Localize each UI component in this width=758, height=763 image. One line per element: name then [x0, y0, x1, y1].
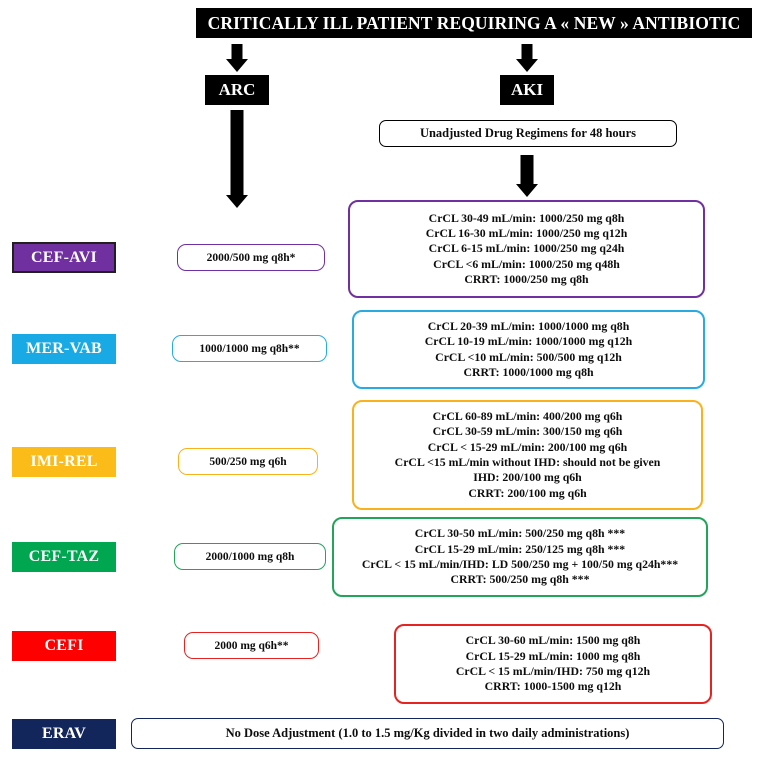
drug-label-cefi[interactable]: CEFI [12, 631, 116, 661]
aki-line: CrCL 20-39 mL/min: 1000/1000 mg q8h [427, 318, 630, 333]
aki-line: CrCL <15 mL/min without IHD: should not … [394, 455, 661, 469]
aki-line: CrCL 30-49 mL/min: 1000/250 mg q8h [428, 210, 625, 225]
aki-line: CrCL 15-29 mL/min: 1000 mg q8h [465, 648, 641, 663]
aki-line: CRRT: 1000/1000 mg q8h [463, 364, 594, 379]
aki-line: CrCL 16-30 mL/min: 1000/250 mg q12h [425, 226, 628, 240]
aki-line: IHD: 200/100 mg q6h [473, 470, 582, 485]
aki-line: CrCL < 15-29 mL/min: 200/100 mg q6h [427, 439, 628, 454]
aki-line: CRRT: 200/100 mg q6h [468, 485, 587, 500]
arc-dose-cefi: 2000 mg q6h** [184, 632, 319, 659]
aki-line: CrCL 6-15 mL/min: 1000/250 mg q24h [428, 241, 625, 256]
drug-label-text: CEF-AVI [30, 248, 97, 266]
node-aki[interactable]: AKI [500, 75, 554, 105]
drug-label-text: MER-VAB [26, 340, 102, 357]
arc-dose-mer-vab: 1000/1000 mg q8h** [172, 335, 327, 362]
arc-dose-cef-taz: 2000/1000 mg q8h [174, 543, 326, 570]
aki-line: CRRT: 500/250 mg q8h *** [450, 572, 590, 587]
aki-line: CrCL 15-29 mL/min: 250/125 mg q8h *** [414, 541, 626, 556]
aki-line: CrCL 30-59 mL/min: 300/150 mg q6h [432, 424, 623, 439]
unadjusted-regimen-note: Unadjusted Drug Regimens for 48 hours [379, 120, 677, 147]
aki-line: CrCL <6 mL/min: 1000/250 mg q48h [433, 256, 620, 271]
drug-label-cef-avi[interactable]: CEF-AVI [12, 242, 116, 273]
arrow-title-to-aki [514, 44, 540, 72]
arc-dose-imi-rel: 500/250 mg q6h [178, 448, 318, 475]
drug-label-text: ERAV [41, 725, 87, 742]
erav-no-dose-adjustment-note: No Dose Adjustment (1.0 to 1.5 mg/Kg div… [131, 718, 724, 749]
aki-line: CrCL 60-89 mL/min: 400/200 mg q6h [432, 409, 623, 424]
drug-label-text: IMI-REL [30, 453, 98, 470]
drug-label-text: CEF-TAZ [28, 548, 100, 565]
drug-label-cef-taz[interactable]: CEF-TAZ [12, 542, 116, 572]
drug-label-text: CEFI [44, 637, 84, 654]
aki-detail-cef-taz: CrCL 30-50 mL/min: 500/250 mg q8h *** Cr… [332, 517, 708, 597]
aki-line: CRRT: 1000-1500 mg q12h [484, 679, 622, 694]
aki-line: CrCL <10 mL/min: 500/500 mg q12h [435, 349, 622, 364]
page-title: CRITICALLY ILL PATIENT REQUIRING A « NEW… [196, 8, 752, 38]
aki-line: CrCL 30-60 mL/min: 1500 mg q8h [465, 633, 641, 648]
arrow-arc-to-doses [224, 110, 250, 210]
drug-label-imi-rel[interactable]: IMI-REL [12, 447, 116, 477]
aki-line: CrCL < 15 mL/min/IHD: LD 500/250 mg + 10… [361, 557, 679, 571]
aki-detail-cefi: CrCL 30-60 mL/min: 1500 mg q8h CrCL 15-2… [394, 624, 712, 704]
drug-label-erav[interactable]: ERAV [12, 719, 116, 749]
aki-detail-cef-avi: CrCL 30-49 mL/min: 1000/250 mg q8h CrCL … [348, 200, 705, 298]
node-arc[interactable]: ARC [205, 75, 269, 105]
aki-line: CrCL 10-19 mL/min: 1000/1000 mg q12h [424, 334, 633, 349]
drug-label-mer-vab[interactable]: MER-VAB [12, 334, 116, 364]
aki-detail-imi-rel: CrCL 60-89 mL/min: 400/200 mg q6h CrCL 3… [352, 400, 703, 510]
aki-line: CrCL < 15 mL/min/IHD: 750 mg q12h [455, 664, 651, 678]
aki-line: CRRT: 1000/250 mg q8h [464, 271, 589, 286]
aki-line: CrCL 30-50 mL/min: 500/250 mg q8h *** [414, 526, 626, 541]
arrow-title-to-arc [224, 44, 250, 72]
arc-dose-cef-avi: 2000/500 mg q8h* [177, 244, 325, 271]
arrow-note-to-details [514, 155, 540, 200]
aki-detail-mer-vab: CrCL 20-39 mL/min: 1000/1000 mg q8h CrCL… [352, 310, 705, 389]
